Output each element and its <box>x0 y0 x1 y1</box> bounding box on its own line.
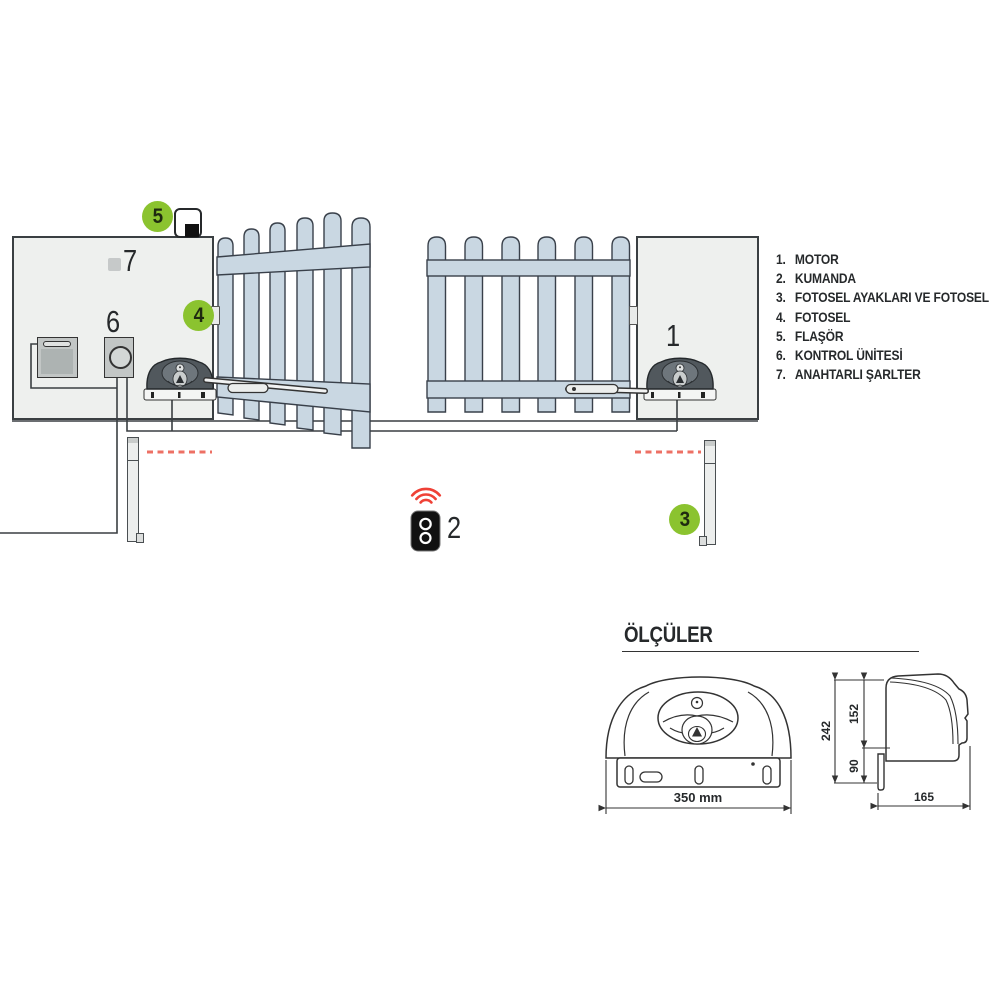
flasher-lamp <box>174 208 202 238</box>
legend: 1.MOTOR 2.KUMANDA 3.FOTOSEL AYAKLARI VE … <box>776 250 989 384</box>
dimensions-rule <box>622 651 919 652</box>
label-motor: 1 <box>666 318 681 353</box>
motor-right <box>643 357 717 401</box>
label-control-unit: 6 <box>106 304 121 339</box>
power-box <box>37 337 78 378</box>
flasher-bulb <box>185 224 199 237</box>
total-height-label: 242 <box>819 721 833 741</box>
dimension-front-view: 350 mm <box>598 676 792 814</box>
remote-button-bottom <box>419 531 432 545</box>
motor-left <box>143 357 217 401</box>
post-foot <box>136 533 144 543</box>
lower-height-label: 90 <box>847 759 861 773</box>
photocell-right <box>629 306 638 325</box>
legend-item: 2.KUMANDA <box>776 270 856 287</box>
control-unit-dial <box>109 346 132 369</box>
legend-item: 1.MOTOR <box>776 251 839 267</box>
remote-button-top <box>419 517 432 531</box>
legend-item: 3.FOTOSEL AYAKLARI VE FOTOSEL <box>776 289 989 306</box>
dimensions-title: ÖLÇÜLER <box>624 622 713 647</box>
dimension-side-view: 242 152 90 165 <box>819 672 971 810</box>
post-cap <box>705 441 715 446</box>
legend-item: 4.FOTOSEL <box>776 308 851 325</box>
label-key-switch: 7 <box>123 243 138 278</box>
front-width-label: 350 mm <box>674 790 722 805</box>
legend-item: 6.KONTROL ÜNİTESİ <box>776 347 903 364</box>
key-switch <box>108 258 121 271</box>
post-cap <box>128 438 138 443</box>
right-gate-panel <box>426 236 631 413</box>
control-unit <box>104 337 134 378</box>
remote-control <box>410 487 442 552</box>
legend-item: 5.FLAŞÖR <box>776 327 844 344</box>
badge-photocell: 4 <box>183 300 214 331</box>
label-remote: 2 <box>447 510 462 545</box>
power-box-panel <box>41 349 73 374</box>
post-lens-line <box>128 460 138 461</box>
legend-item: 7.ANAHTARLI ŞARLTER <box>776 366 921 383</box>
signal-arcs <box>410 487 442 504</box>
power-box-handle <box>43 341 71 347</box>
photocell-post-right <box>699 440 716 546</box>
badge-photocell-post: 3 <box>669 504 700 535</box>
depth-label: 165 <box>914 790 934 804</box>
photocell-post-left <box>127 437 144 543</box>
upper-height-label: 152 <box>847 704 861 724</box>
badge-flasher: 5 <box>142 201 173 232</box>
post-foot <box>699 536 707 546</box>
post-lens-line <box>705 463 715 464</box>
